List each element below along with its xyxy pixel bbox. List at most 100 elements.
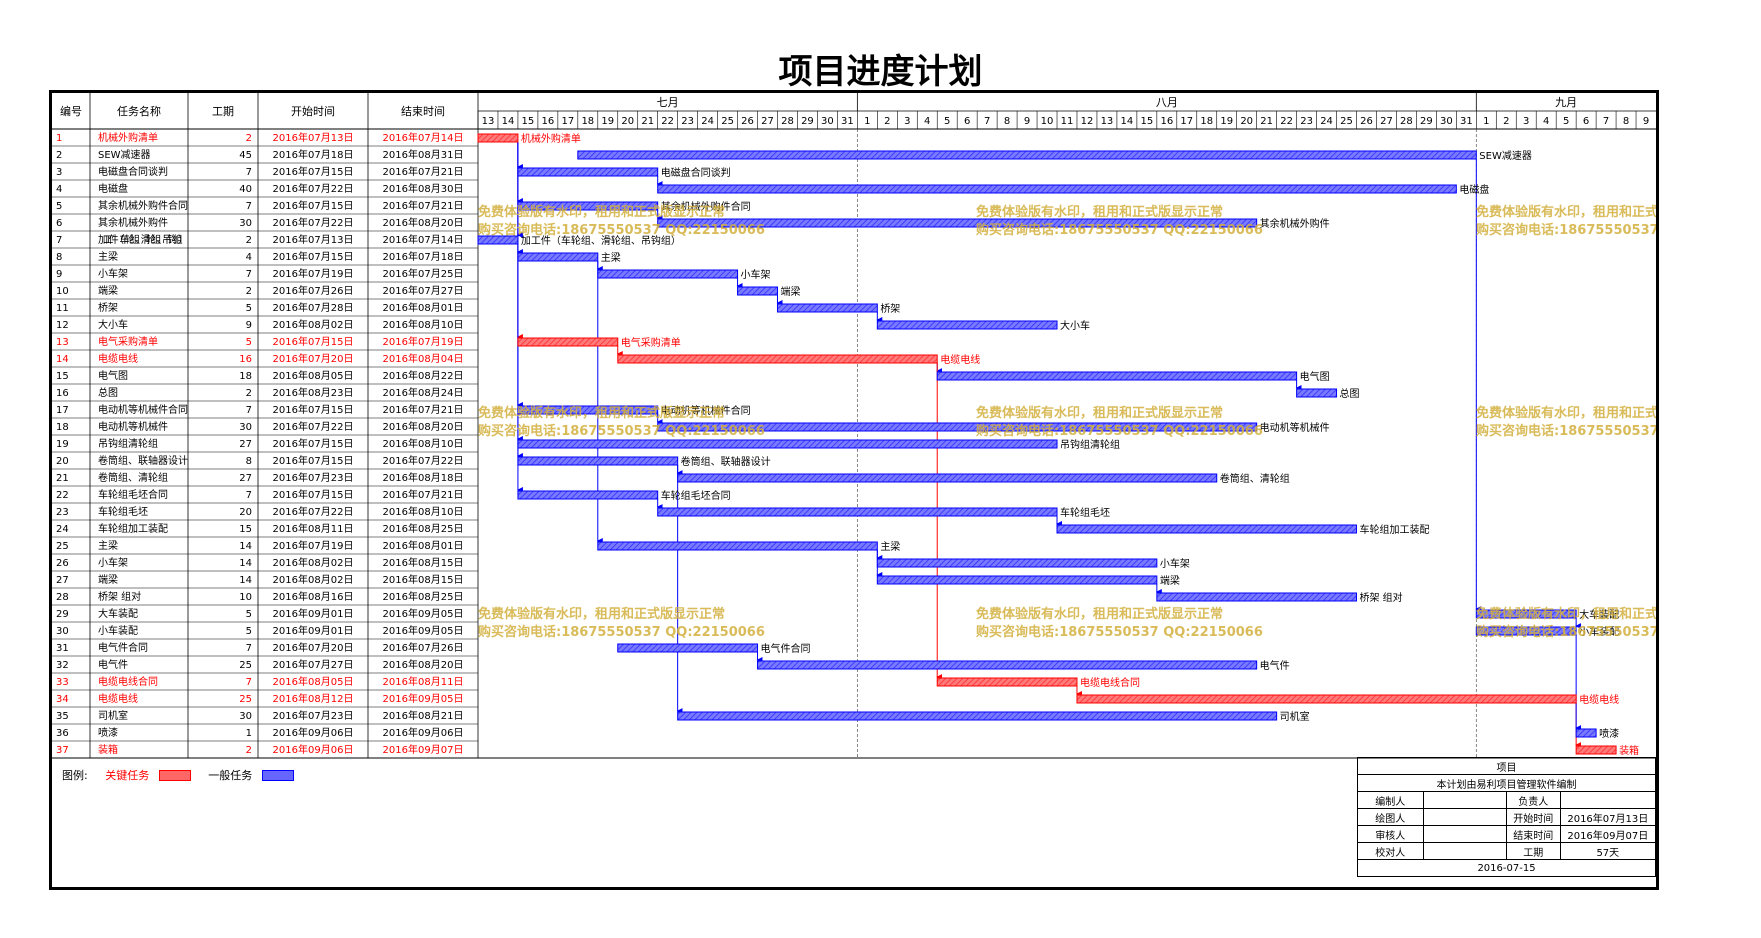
task-id: 1: [56, 133, 62, 144]
task-name: 车轮组加工装配: [98, 522, 168, 535]
bar-label: 电气件合同: [761, 642, 811, 655]
task-name: 总图: [98, 386, 118, 399]
task-id: 37: [56, 745, 69, 756]
task-id: 12: [56, 320, 69, 331]
header-duration: 工期: [212, 105, 234, 118]
task-end: 2016年08月21日: [383, 709, 464, 722]
info-reviewer-value: [1422, 825, 1507, 843]
task-end: 2016年08月11日: [383, 675, 464, 688]
task-name: 其余机械外购件: [98, 216, 168, 229]
task-start: 2016年07月18日: [273, 148, 354, 161]
task-duration: 25: [239, 694, 252, 705]
task-name: 电气采购清单: [98, 335, 158, 348]
task-start: 2016年07月22日: [273, 216, 354, 229]
task-duration: 7: [246, 201, 252, 212]
task-duration: 20: [239, 507, 252, 518]
task-end: 2016年08月10日: [383, 437, 464, 450]
task-start: 2016年09月06日: [273, 726, 354, 739]
gantt-bar: [517, 405, 659, 415]
gantt-bar: [477, 133, 519, 143]
task-duration: 40: [239, 184, 252, 195]
gantt-bar: [876, 320, 1058, 330]
task-end: 2016年08月20日: [383, 216, 464, 229]
task-name: 电气件合同: [98, 641, 148, 654]
task-name: 小车架: [98, 556, 128, 569]
info-date: 2016-07-15: [1357, 859, 1656, 877]
task-end: 2016年08月20日: [383, 658, 464, 671]
bar-label: 卷筒组、联轴器设计: [681, 455, 771, 468]
info-checker-label: 校对人: [1357, 842, 1424, 860]
gantt-bar: [1156, 592, 1358, 602]
task-start: 2016年07月27日: [273, 658, 354, 671]
task-end: 2016年07月21日: [383, 199, 464, 212]
bar-label: 端梁: [780, 285, 800, 298]
task-end: 2016年08月15日: [383, 573, 464, 586]
task-id: 8: [56, 252, 62, 263]
task-start: 2016年07月26日: [273, 284, 354, 297]
gantt-bar: [517, 252, 599, 262]
task-name: 端梁: [98, 573, 118, 586]
gantt-bar: [597, 541, 878, 551]
page-title: 项目进度计划: [778, 52, 983, 92]
task-end: 2016年08月01日: [383, 539, 464, 552]
task-id: 11: [56, 303, 69, 314]
task-id: 24: [56, 524, 69, 535]
task-start: 2016年09月06日: [273, 743, 354, 756]
bar-label: 加工件（车轮组、滑轮组、吊钩组）: [521, 234, 681, 247]
bar-label: 吊钩组清轮组: [1060, 438, 1120, 451]
task-name: 喷漆: [98, 726, 118, 739]
task-start: 2016年07月15日: [273, 250, 354, 263]
day-tick-label: 21: [641, 116, 654, 127]
day-tick-label: 1: [864, 116, 870, 127]
day-tick-label: 22: [661, 116, 674, 127]
gantt-bar: [876, 558, 1158, 568]
info-editor-value: [1422, 791, 1507, 809]
task-name: 其余机械外购件合同: [98, 199, 188, 212]
task-duration: 2: [246, 745, 252, 756]
task-start: 2016年07月28日: [273, 301, 354, 314]
info-editor-label: 编制人: [1357, 791, 1424, 809]
task-duration: 27: [239, 473, 252, 484]
task-name: 电磁盘合同谈判: [98, 165, 168, 178]
bar-label: 桥架 组对: [1360, 591, 1403, 604]
gantt-bar: [677, 711, 1278, 721]
task-end: 2016年09月06日: [383, 726, 464, 739]
task-start: 2016年09月01日: [273, 624, 354, 637]
task-end: 2016年09月05日: [383, 624, 464, 637]
task-duration: 5: [246, 609, 252, 620]
task-id: 32: [56, 660, 69, 671]
task-duration: 14: [239, 541, 252, 552]
task-end: 2016年07月25日: [383, 267, 464, 280]
gantt-bar: [1575, 728, 1597, 738]
task-name: 电动机等机械件: [98, 420, 168, 433]
task-end: 2016年07月22日: [383, 454, 464, 467]
day-tick-label: 29: [801, 116, 814, 127]
task-duration: 15: [239, 524, 252, 535]
task-id: 21: [56, 473, 69, 484]
task-id: 20: [56, 456, 69, 467]
task-end: 2016年07月21日: [383, 488, 464, 501]
bar-label: 机械外购清单: [521, 132, 581, 145]
task-end: 2016年08月20日: [383, 420, 464, 433]
bar-label: 装箱: [1619, 744, 1639, 757]
bar-label: 电缆电线: [1579, 693, 1619, 706]
task-duration: 30: [239, 711, 252, 722]
task-id: 10: [56, 286, 69, 297]
task-duration: 7: [246, 269, 252, 280]
bar-label: 电磁盘: [1459, 183, 1489, 196]
task-duration: 5: [246, 303, 252, 314]
task-start: 2016年08月05日: [273, 675, 354, 688]
task-start: 2016年07月15日: [273, 454, 354, 467]
month-label: 八月: [1156, 96, 1178, 109]
task-duration: 7: [246, 490, 252, 501]
day-tick-label: 12: [1081, 116, 1094, 127]
task-duration: 2: [246, 286, 252, 297]
day-tick-label: 26: [1360, 116, 1373, 127]
day-tick-label: 26: [741, 116, 754, 127]
day-tick-label: 28: [1400, 116, 1413, 127]
bar-label: SEW减速器: [1479, 150, 1532, 162]
bar-label: 总图: [1340, 387, 1360, 400]
day-tick-label: 16: [542, 116, 555, 127]
task-start: 2016年07月15日: [273, 165, 354, 178]
